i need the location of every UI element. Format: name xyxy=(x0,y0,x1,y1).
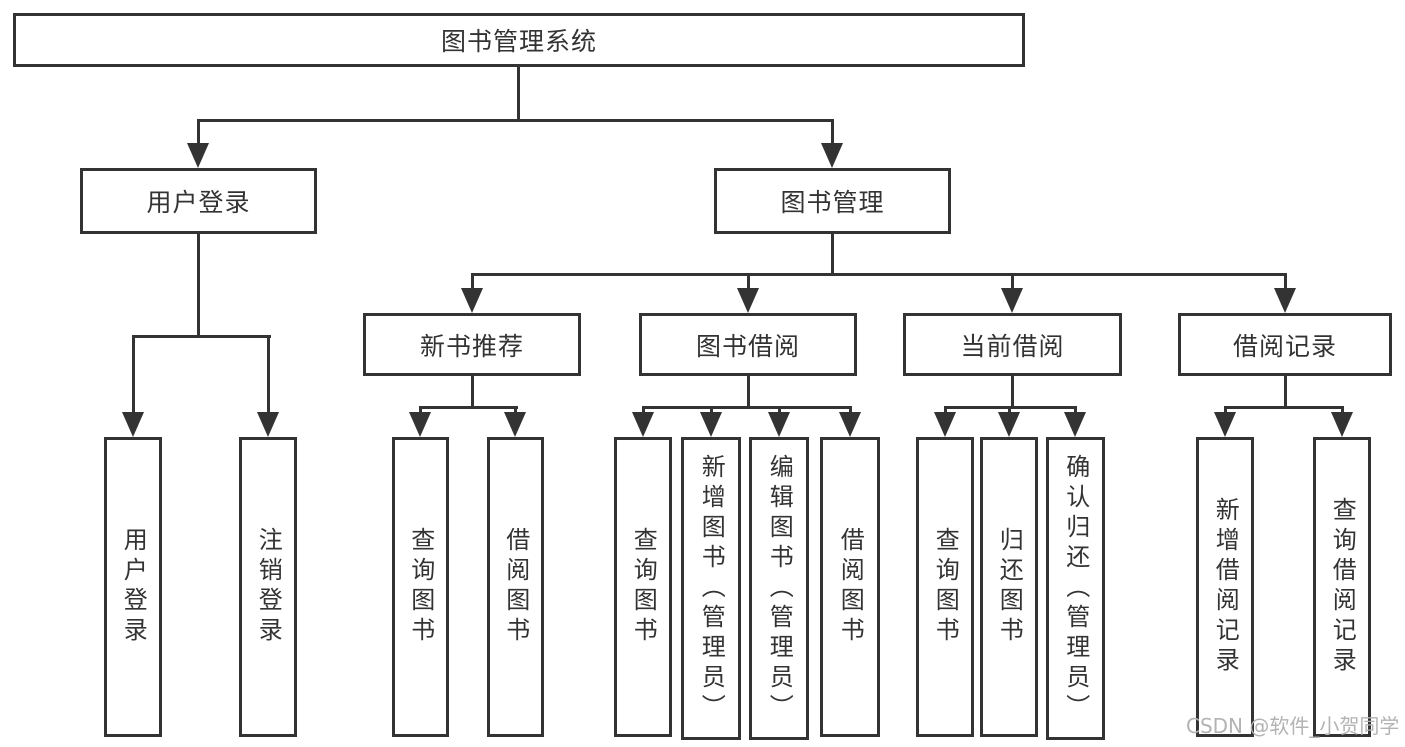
node-borrow-records-label: 借阅记录 xyxy=(1232,331,1337,361)
connector-to-book-management xyxy=(831,119,834,144)
csdn-watermark: CSDN @软件_小贺同学 xyxy=(1186,714,1400,738)
arrow-down-icon xyxy=(461,288,483,313)
connector-to-br-add xyxy=(1224,406,1227,414)
connector-to-current-borrow xyxy=(1011,273,1014,289)
node-logout-label: 注销登录 xyxy=(254,527,283,647)
connector-to-user-login xyxy=(197,119,200,144)
node-current-borrow: 当前借阅 xyxy=(903,313,1122,376)
connector-to-cb-query xyxy=(944,406,947,414)
connector-book-management-stem xyxy=(831,234,834,275)
arrow-down-icon xyxy=(1214,412,1236,437)
connector-to-cb-return xyxy=(1008,406,1011,414)
node-nb-borrow-books: 借阅图书 xyxy=(487,437,544,737)
arrow-down-icon xyxy=(821,143,843,168)
arrow-down-icon xyxy=(504,412,526,437)
connector-user-login-horizontal xyxy=(132,335,271,338)
node-br-query-record-label: 查询借阅记录 xyxy=(1328,497,1357,677)
arrow-down-icon xyxy=(632,412,654,437)
node-book-borrow-label: 图书借阅 xyxy=(695,331,800,361)
node-login-label: 用户登录 xyxy=(119,527,148,647)
arrow-down-icon xyxy=(409,412,431,437)
arrow-down-icon xyxy=(737,288,759,313)
connector-to-new-books xyxy=(471,273,474,289)
node-cb-confirm-return-label: 确认归还（管理员） xyxy=(1061,453,1090,724)
node-library-system: 图书管理系统 xyxy=(13,13,1025,67)
node-bb-add-books: 新增图书（管理员） xyxy=(681,437,741,740)
connector-new-books-stem xyxy=(471,376,474,408)
arrow-down-icon xyxy=(187,143,209,168)
node-cb-confirm-return: 确认归还（管理员） xyxy=(1046,437,1105,740)
arrow-down-icon xyxy=(700,412,722,437)
node-new-books-label: 新书推荐 xyxy=(419,331,524,361)
connector-new-books-horizontal xyxy=(419,406,518,409)
connector-level2-horizontal xyxy=(471,273,1287,276)
connector-to-bb-edit xyxy=(778,406,781,414)
arrow-down-icon xyxy=(1274,288,1296,313)
connector-to-nb-query xyxy=(419,406,422,414)
connector-to-bb-add xyxy=(710,406,713,414)
node-cb-return-books-label: 归还图书 xyxy=(995,527,1024,647)
arrow-down-icon xyxy=(768,412,790,437)
connector-to-cb-confirm xyxy=(1074,406,1077,414)
node-book-management-label: 图书管理 xyxy=(780,188,885,217)
arrow-down-icon xyxy=(1001,288,1023,313)
connector-root-stem xyxy=(517,67,520,120)
node-logout: 注销登录 xyxy=(239,437,297,737)
node-book-management: 图书管理 xyxy=(714,168,951,234)
node-br-query-record: 查询借阅记录 xyxy=(1313,437,1371,737)
node-bb-borrow-books: 借阅图书 xyxy=(820,437,880,737)
node-user-login: 用户登录 xyxy=(80,168,317,234)
arrow-down-icon xyxy=(934,412,956,437)
node-bb-add-books-label: 新增图书（管理员） xyxy=(697,453,726,724)
node-borrow-records: 借阅记录 xyxy=(1178,313,1392,376)
connector-to-borrow-records xyxy=(1284,273,1287,289)
node-cb-query-books-label: 查询图书 xyxy=(931,527,960,647)
node-user-login-label: 用户登录 xyxy=(146,188,251,217)
node-bb-borrow-books-label: 借阅图书 xyxy=(836,527,865,647)
arrow-down-icon xyxy=(839,412,861,437)
node-nb-query-books: 查询图书 xyxy=(392,437,449,737)
node-bb-query-books-label: 查询图书 xyxy=(629,527,658,647)
node-cb-query-books: 查询图书 xyxy=(916,437,974,737)
connector-borrow-records-horizontal xyxy=(1224,406,1344,409)
node-bb-query-books: 查询图书 xyxy=(614,437,672,737)
node-library-system-label: 图书管理系统 xyxy=(440,27,597,56)
node-bb-edit-books: 编辑图书（管理员） xyxy=(749,437,809,740)
node-login: 用户登录 xyxy=(104,437,162,737)
node-book-borrow: 图书借阅 xyxy=(639,313,857,376)
node-nb-query-books-label: 查询图书 xyxy=(406,527,435,647)
node-br-add-record-label: 新增借阅记录 xyxy=(1211,497,1240,677)
node-current-borrow-label: 当前借阅 xyxy=(960,331,1065,361)
connector-level1-horizontal xyxy=(197,119,834,122)
connector-to-logout xyxy=(267,335,270,412)
arrow-down-icon xyxy=(257,412,279,437)
connector-to-br-query xyxy=(1341,406,1344,414)
connector-to-nb-borrow xyxy=(514,406,517,414)
connector-to-bb-query xyxy=(642,406,645,414)
connector-user-login-stem xyxy=(197,233,200,337)
node-br-add-record: 新增借阅记录 xyxy=(1196,437,1254,737)
node-bb-edit-books-label: 编辑图书（管理员） xyxy=(765,453,794,724)
node-cb-return-books: 归还图书 xyxy=(980,437,1038,737)
arrow-down-icon xyxy=(1331,412,1353,437)
connector-to-login xyxy=(132,335,135,412)
connector-to-bb-borrow xyxy=(849,406,852,414)
node-nb-borrow-books-label: 借阅图书 xyxy=(501,527,530,647)
connector-book-borrow-stem xyxy=(747,376,750,408)
arrow-down-icon xyxy=(122,412,144,437)
node-new-books: 新书推荐 xyxy=(363,313,581,376)
connector-borrow-records-stem xyxy=(1284,376,1287,408)
connector-current-borrow-stem xyxy=(1011,376,1014,408)
arrow-down-icon xyxy=(998,412,1020,437)
connector-book-borrow-horizontal xyxy=(642,406,852,409)
arrow-down-icon xyxy=(1064,412,1086,437)
connector-to-book-borrow xyxy=(747,273,750,289)
